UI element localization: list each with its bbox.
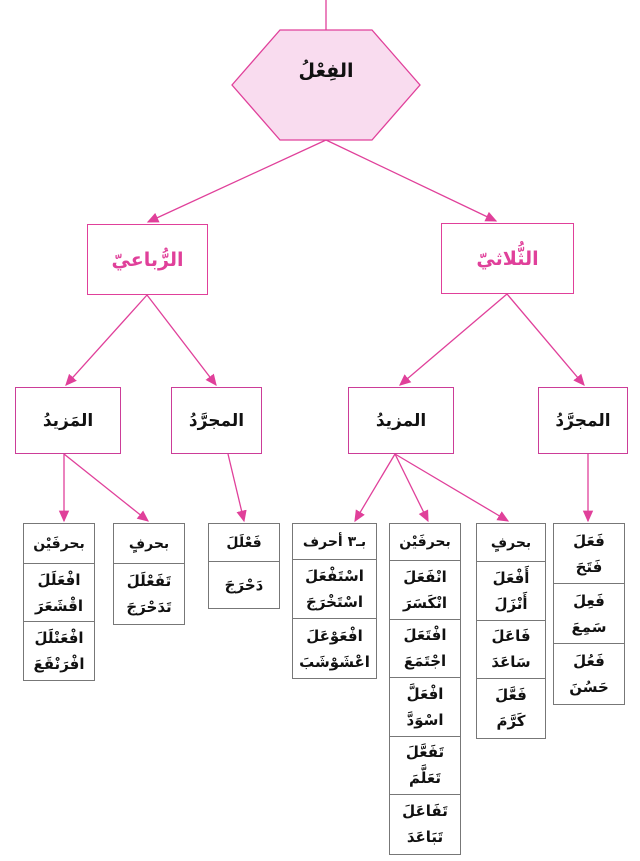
- verb-pattern: افْرَنْقَعَ: [33, 655, 85, 673]
- table-row: افْعَلَّ اسْوَدَّ: [390, 678, 460, 737]
- pattern-table-thulathi-mazid-2: بحرفَيْن انْفَعَلَ انْكَسَرَ افْتَعَلَ اجْتَ…: [389, 523, 461, 855]
- verb-pattern: أَفْعَلَ: [492, 568, 530, 587]
- table-row: افْعَلَلَ اقْشَعَرَ: [24, 564, 94, 622]
- table-row: فَعُلَ حَسُنَ: [554, 644, 624, 704]
- arrow-to-thulathi: [325, 139, 498, 222]
- verb-pattern: تَدَحْرَجَ: [126, 598, 172, 616]
- table-row: تَفَعْلَلَ تَدَحْرَجَ: [114, 564, 184, 624]
- verb-pattern: تَفَعْلَلَ: [126, 572, 172, 590]
- verb-pattern: انْكَسَرَ: [402, 593, 448, 612]
- arrow-to-rubai: [146, 139, 327, 223]
- verb-pattern: اعْشَوْشَبَ: [299, 652, 370, 671]
- verb-pattern: حَسُنَ: [569, 678, 609, 696]
- table-row: دَحْرَجَ: [209, 562, 279, 608]
- table-row: فَاعَلَ سَاعَدَ: [477, 621, 545, 679]
- table-header: بحرفَيْن: [390, 524, 460, 561]
- arrow-thulathi-mazid: [399, 293, 508, 386]
- verb-pattern: كَرَّمَ: [496, 712, 526, 731]
- arrow-thulathi-mujarrad: [506, 293, 585, 386]
- table-row: فَعَلَ فَتَحَ: [554, 524, 624, 584]
- table-row: اسْتَفْعَلَ اسْتَخْرَجَ: [293, 560, 376, 619]
- pattern-table-thulathi-mujarrad: فَعَلَ فَتَحَ فَعِلَ سَمِعَ فَعُلَ حَسُنَ: [553, 523, 625, 705]
- verb-pattern: فَعَّلَ: [495, 686, 527, 705]
- table-row: انْفَعَلَ انْكَسَرَ: [390, 561, 460, 620]
- table-row: افْعَنْلَلَ افْرَنْقَعَ: [24, 622, 94, 680]
- verb-pattern: سَاعَدَ: [491, 653, 531, 672]
- arrow-table-2: [63, 453, 150, 522]
- table-row: تَفَاعَلَ تَبَاعَدَ: [390, 795, 460, 854]
- root-verb-title: الفِعْلُ: [298, 60, 354, 82]
- rubai-mujarrad-node: المجرَّدُ: [171, 387, 262, 454]
- verb-pattern: افْعَوْعَلَ: [306, 626, 363, 645]
- table-row: افْتَعَلَ اجْتَمَعَ: [390, 620, 460, 678]
- verb-pattern: انْفَعَلَ: [403, 567, 447, 586]
- verb-pattern: فَعُلَ: [573, 652, 605, 670]
- verb-pattern: افْعَنْلَلَ: [34, 629, 84, 647]
- verb-pattern: سَمِعَ: [571, 617, 607, 636]
- table-row: أَفْعَلَ أَنْزَلَ: [477, 562, 545, 621]
- pattern-table-thulathi-mazid-3: بـ٣ أحرف اسْتَفْعَلَ اسْتَخْرَجَ افْعَوْعَل…: [292, 523, 377, 679]
- rubai-mazid-node: المَزيدُ: [15, 387, 121, 454]
- verb-pattern: اسْتَخْرَجَ: [306, 593, 363, 611]
- verb-pattern: فَعَلَ: [573, 531, 605, 550]
- table-row: افْعَوْعَلَ اعْشَوْشَبَ: [293, 619, 376, 678]
- verb-pattern: تَفَعَّلَ: [405, 743, 445, 762]
- table-header: بـ٣ أحرف: [293, 524, 376, 560]
- table-header: بحرفَيْن: [24, 524, 94, 564]
- thulathi-node: الثُّلاثيّ: [441, 223, 574, 294]
- hexagon-shape: [231, 29, 421, 141]
- verb-pattern: اجْتَمَعَ: [403, 652, 447, 671]
- arrow-rubai-mazid: [65, 294, 148, 386]
- arrow-table-3: [227, 453, 247, 523]
- verb-pattern: فَتَحَ: [575, 557, 603, 576]
- thulathi-mazid-node: المزيدُ: [348, 387, 454, 454]
- arrow-table-4: [354, 453, 396, 523]
- table-header: فَعْلَلَ: [209, 524, 279, 562]
- verb-pattern: اسْتَفْعَلَ: [305, 567, 364, 585]
- verb-pattern: أَنْزَلَ: [494, 594, 528, 613]
- table-header: بحرفٍ: [114, 524, 184, 564]
- pattern-table-rubai-mujarrad: فَعْلَلَ دَحْرَجَ: [208, 523, 280, 609]
- verb-pattern: اسْوَدَّ: [406, 710, 444, 729]
- arrow-table-6: [394, 453, 510, 522]
- verb-pattern: افْعَلَلَ: [37, 570, 81, 589]
- table-header: بحرفٍ: [477, 524, 545, 562]
- arrow-rubai-mujarrad: [146, 294, 217, 387]
- table-row: تَفَعَّلَ تَعَلَّمَ: [390, 737, 460, 795]
- verb-pattern: افْعَلَّ: [406, 684, 444, 703]
- verb-pattern: افْتَعَلَ: [403, 626, 447, 645]
- pattern-table-thulathi-mazid-1: بحرفٍ أَفْعَلَ أَنْزَلَ فَاعَلَ سَاعَدَ فَعَّ…: [476, 523, 546, 739]
- verb-pattern: دَحْرَجَ: [224, 576, 264, 594]
- verb-pattern: فَعِلَ: [573, 591, 605, 610]
- verb-pattern: اقْشَعَرَ: [34, 596, 84, 615]
- pattern-table-rubai-mazid-1: بحرفٍ تَفَعْلَلَ تَدَحْرَجَ: [113, 523, 185, 625]
- table-row: فَعَّلَ كَرَّمَ: [477, 679, 545, 738]
- verb-pattern: فَاعَلَ: [491, 627, 531, 646]
- rubai-node: الرُّباعيّ: [87, 224, 208, 295]
- table-row: فَعِلَ سَمِعَ: [554, 584, 624, 644]
- arrow-table-5: [394, 453, 429, 523]
- thulathi-mujarrad-node: المجرَّدُ: [538, 387, 628, 454]
- verb-pattern: تَعَلَّمَ: [409, 769, 441, 788]
- verb-pattern: تَبَاعَدَ: [406, 828, 444, 847]
- verb-pattern: تَفَاعَلَ: [402, 802, 448, 821]
